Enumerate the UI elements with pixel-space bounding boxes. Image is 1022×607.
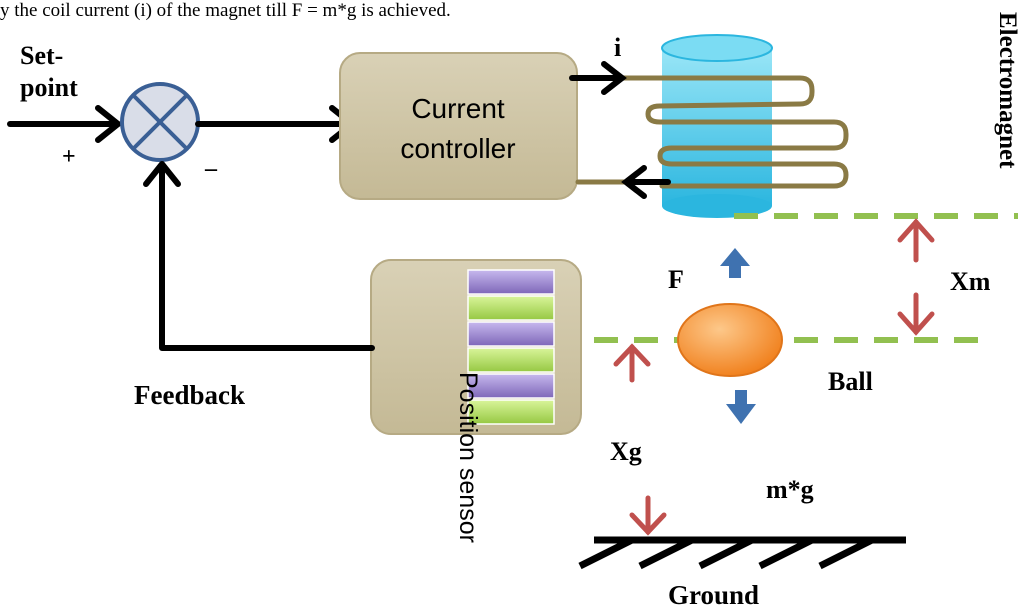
position-sensor-stripes (467, 269, 555, 425)
ground-surface (578, 536, 906, 570)
summing-junction (120, 82, 200, 162)
caption-text: y the coil current (i) of the magnet til… (0, 0, 451, 21)
controller-label-line2: controller (400, 133, 515, 164)
electromagnet-label: Electromagnet (994, 12, 1021, 169)
ball (677, 303, 783, 377)
xm-up-arrow-icon (897, 218, 935, 263)
feedback-path (143, 161, 375, 351)
force-up-arrow-icon (720, 248, 750, 278)
xm-label: Xm (950, 267, 991, 296)
feedback-label: Feedback (134, 380, 245, 410)
xm-down-arrow-icon (897, 292, 935, 336)
coil-current-in-arrow (569, 61, 627, 95)
minus-sign: – (204, 156, 218, 182)
current-controller-block (339, 52, 578, 200)
force-label: F (668, 265, 684, 294)
ground-label: Ground (668, 580, 759, 607)
coil-current-out-arrow (621, 165, 671, 199)
xg-up-arrow-icon (613, 343, 651, 383)
weight-down-arrow-icon (726, 390, 756, 424)
setpoint-label-line1: Set- (20, 41, 63, 70)
electromagnet-cylinder (661, 34, 773, 218)
position-sensor-label: Position sensor (454, 372, 482, 543)
xg-down-arrow-icon (629, 495, 667, 536)
setpoint-label-line2: point (20, 73, 78, 102)
weight-label: m*g (766, 475, 814, 504)
xg-label: Xg (610, 437, 642, 466)
ball-label: Ball (828, 367, 873, 396)
current-label: i (614, 33, 621, 62)
controller-label-line1: Current (411, 93, 505, 124)
plus-sign: + (62, 144, 76, 170)
error-arrow (195, 105, 357, 143)
setpoint-arrow (7, 105, 123, 143)
